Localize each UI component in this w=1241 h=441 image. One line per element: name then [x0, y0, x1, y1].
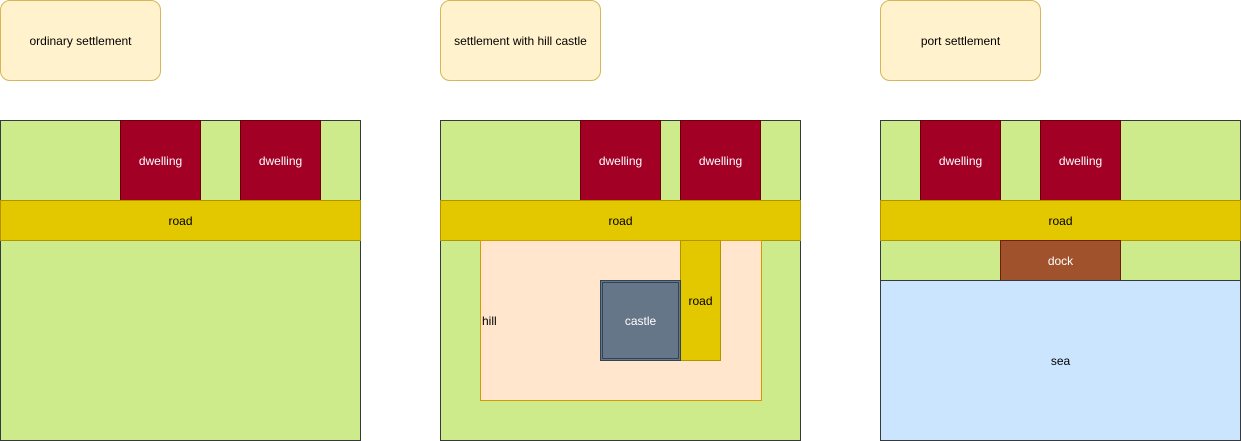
port-settlement-dwelling-2: dwelling: [1040, 120, 1121, 201]
hill-castle-settlement-title: settlement with hill castle: [440, 0, 601, 81]
ordinary-settlement-title: ordinary settlement: [0, 0, 161, 81]
dwelling-label: dwelling: [698, 153, 743, 168]
port-settlement-title: port settlement: [880, 0, 1041, 81]
ordinary-settlement-dwelling-1: dwelling: [120, 120, 201, 201]
sea-label: sea: [1050, 353, 1071, 368]
dwelling-label: dwelling: [138, 153, 183, 168]
dock-label: dock: [1047, 253, 1074, 268]
ordinary-settlement-dwelling-2: dwelling: [240, 120, 321, 201]
road-label: road: [608, 213, 633, 228]
dwelling-label: dwelling: [598, 153, 643, 168]
port-settlement-dwelling-1: dwelling: [920, 120, 1001, 201]
hill-castle-settlement-dwelling-1: dwelling: [580, 120, 661, 201]
port-settlement-road: road: [880, 200, 1241, 241]
road-label: road: [688, 293, 713, 308]
ordinary-settlement-title-label: ordinary settlement: [29, 33, 132, 48]
castle-access-road: road: [680, 240, 721, 361]
dwelling-label: dwelling: [1058, 153, 1103, 168]
castle-label: castle: [624, 313, 657, 328]
road-label: road: [168, 213, 193, 228]
castle: castle: [600, 280, 681, 361]
ordinary-settlement-road: road: [0, 200, 361, 241]
sea: sea: [880, 280, 1241, 441]
hill-castle-settlement-title-label: settlement with hill castle: [454, 33, 587, 48]
road-label: road: [1048, 213, 1073, 228]
dwelling-label: dwelling: [258, 153, 303, 168]
dock: dock: [1000, 240, 1121, 281]
dwelling-label: dwelling: [938, 153, 983, 168]
port-settlement-title-label: port settlement: [920, 33, 1001, 48]
hill-castle-settlement-dwelling-2: dwelling: [680, 120, 761, 201]
hill-label: hill: [482, 313, 497, 328]
hill-castle-settlement-road: road: [440, 200, 801, 241]
